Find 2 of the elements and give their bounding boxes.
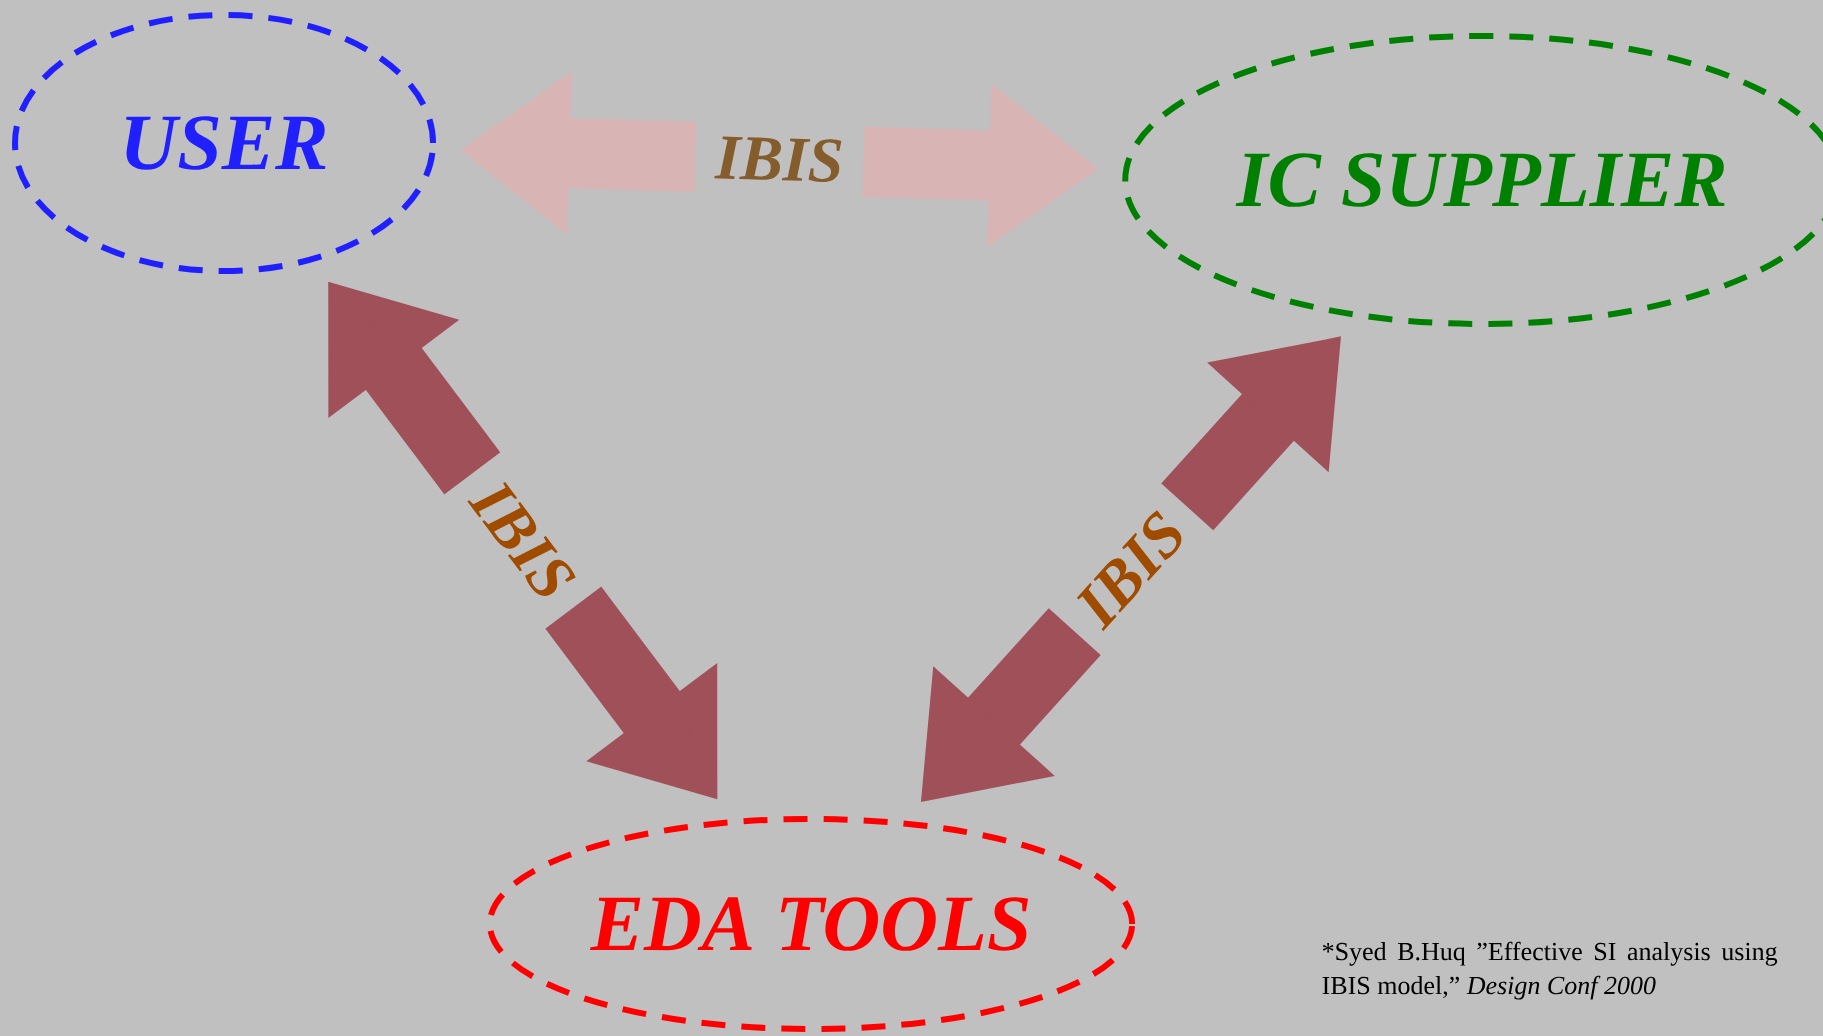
citation-note: *Syed B.Huq ”Effective SI analysis using IBIS model,” Design Conf 2000	[1322, 941, 1778, 1000]
edge-label: IBIS	[714, 136, 842, 183]
